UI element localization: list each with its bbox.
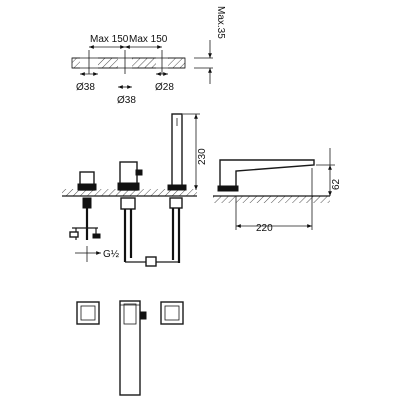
plan-view-bottom — [76, 300, 184, 396]
dim-dia28: Ø28 — [155, 82, 174, 93]
dim-thread: G½ — [103, 249, 120, 260]
spout-deck — [213, 196, 330, 203]
dim-max35: Max.35 — [215, 6, 226, 39]
front-view: 230 G½ — [62, 113, 208, 267]
dim-max150-right: Max 150 — [129, 34, 168, 45]
dim-62: 62 — [331, 178, 342, 190]
escutcheon-center — [119, 300, 141, 396]
dim-max150-left: Max 150 — [90, 34, 129, 45]
top-deck-view: Max 150 Max 150 Max.35 Ø38 Ø38 Ø28 — [71, 6, 226, 106]
dim-230: 230 — [197, 148, 208, 165]
dim-dia38-left: Ø38 — [76, 82, 95, 93]
deck-surface — [62, 189, 197, 196]
escutcheon-right — [160, 301, 184, 325]
spout-side-view: 62 220 — [213, 148, 342, 234]
dim-220: 220 — [256, 223, 273, 234]
escutcheon-left — [76, 301, 100, 325]
dim-dia38-center: Ø38 — [117, 95, 136, 106]
